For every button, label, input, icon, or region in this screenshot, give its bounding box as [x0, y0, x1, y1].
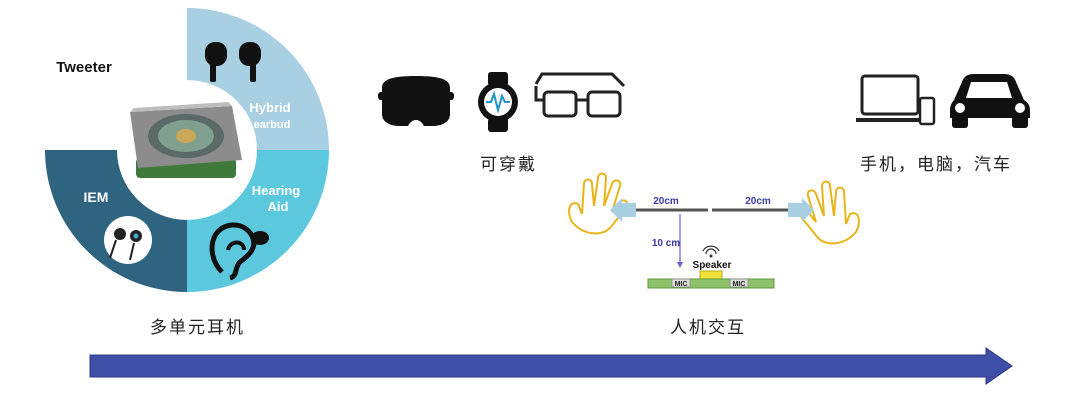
hearing-label-line1: Hearing — [252, 183, 300, 198]
right-distance-label: 20cm — [745, 196, 771, 207]
mic-left-component — [671, 278, 691, 288]
smartwatch-icon — [478, 72, 518, 132]
laptop-icon — [856, 74, 924, 122]
multi-driver-caption: 多单元耳机 — [150, 318, 245, 338]
right-hand-icon — [799, 180, 860, 245]
hybrid-earbud-segment — [187, 8, 329, 150]
tweeter-component-icon — [130, 102, 242, 178]
hearing-label-line2: Aid — [268, 199, 289, 214]
gesture-sensing-diagram: 20cm 20cm 10 cm Speaker MIC MIC — [568, 172, 860, 289]
timeline-arrow — [89, 347, 1013, 385]
earbuds-icon — [205, 42, 261, 82]
wearables-caption: 可穿戴 — [480, 155, 537, 175]
headphone-ring-diagram: Tweeter Hybrid earbud Hearing Aid IEM — [45, 8, 329, 292]
hearing-aid-segment — [187, 150, 329, 292]
iem-photo-background — [104, 216, 152, 264]
right-inward-arrow — [788, 198, 814, 222]
in-ear-earphone-icon — [109, 228, 142, 261]
hybrid-label-line2: earbud — [254, 119, 291, 131]
devices-icons — [856, 74, 1030, 128]
smart-glasses-icon — [534, 72, 626, 118]
car-icon — [950, 74, 1030, 128]
phone-icon — [918, 96, 936, 126]
sound-wave-icon — [702, 245, 720, 255]
hybrid-label-line1: Hybrid — [249, 100, 290, 115]
circuit-board — [647, 278, 775, 289]
hearing-aid-device-icon — [251, 231, 269, 245]
height-label: 10 cm — [652, 238, 680, 249]
speaker-label: Speaker — [693, 260, 732, 271]
mic-right-component — [729, 278, 749, 288]
left-inward-arrow — [610, 198, 636, 222]
interaction-caption: 人机交互 — [670, 318, 746, 338]
speaker-component — [699, 270, 723, 280]
left-distance-label: 20cm — [653, 196, 679, 207]
tweeter-label: Tweeter — [56, 59, 112, 76]
mic-right-label: MIC — [733, 281, 746, 288]
mic-left-label: MIC — [675, 281, 688, 288]
wearables-icons — [378, 72, 626, 132]
devices-caption: 手机，电脑，汽车 — [860, 155, 1012, 175]
iem-label: IEM — [84, 189, 109, 205]
vr-headset-icon — [378, 76, 454, 126]
